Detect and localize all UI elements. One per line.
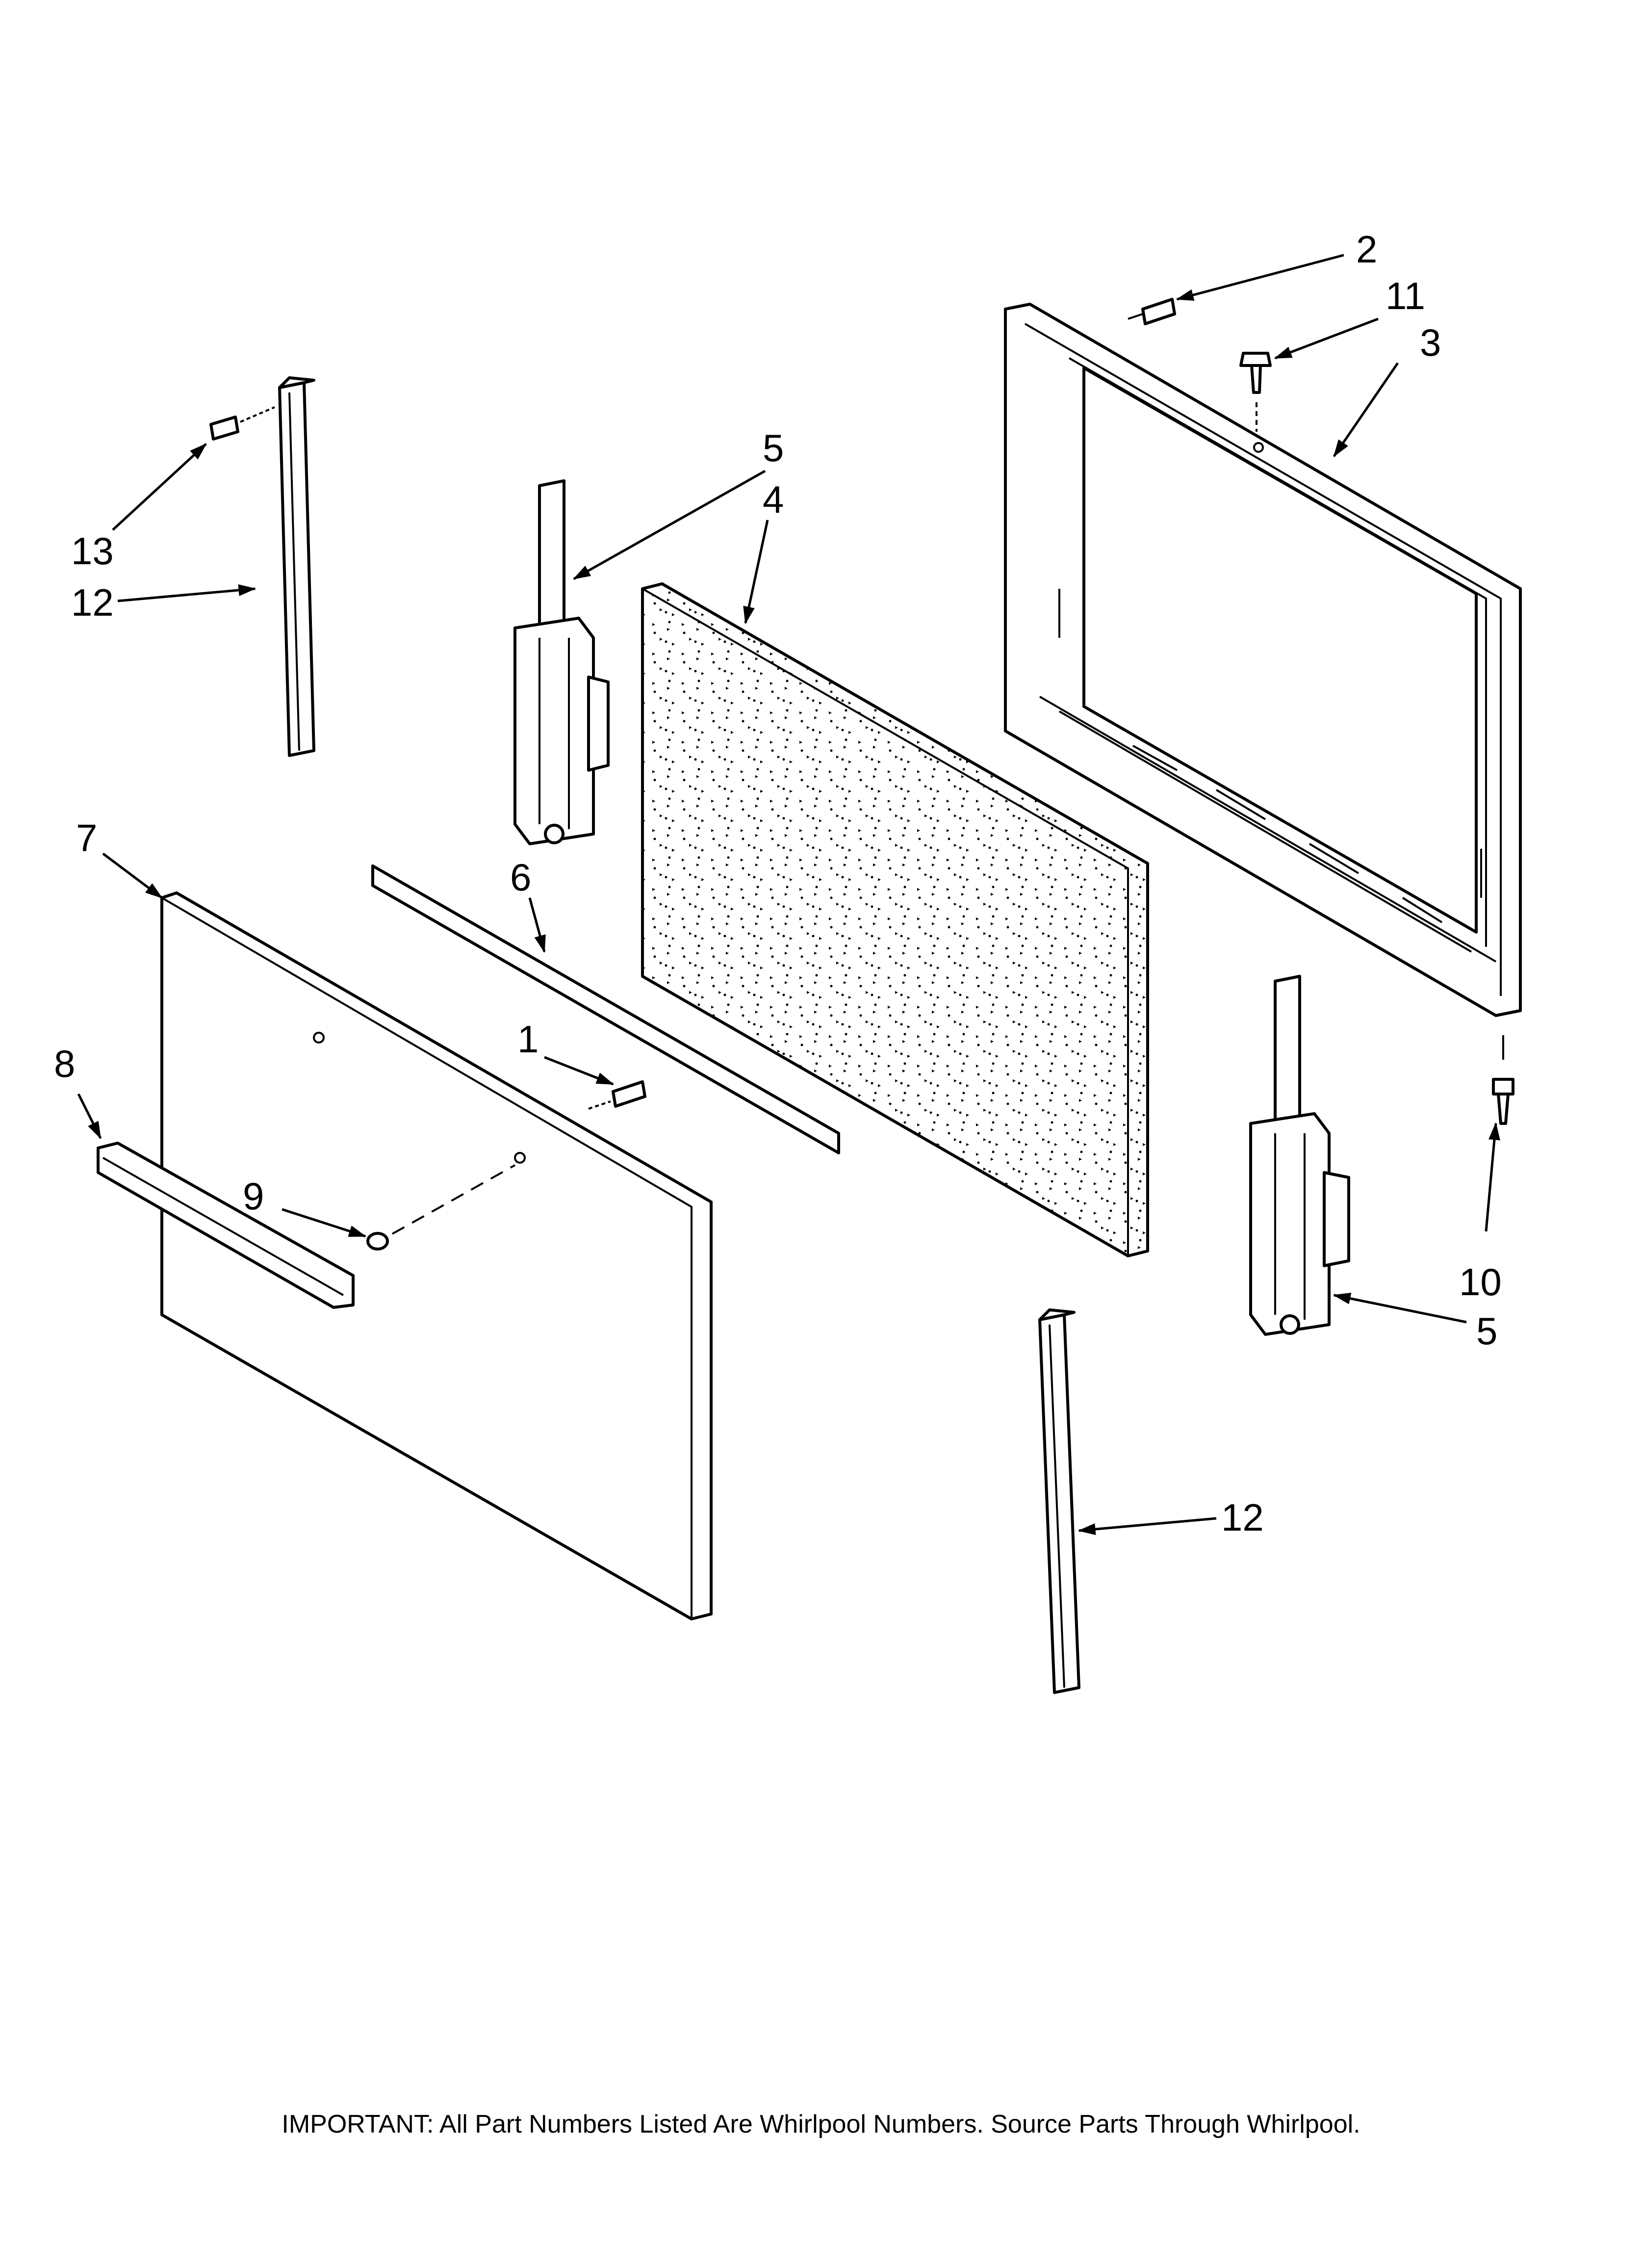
- callout-12-upper: 12: [71, 581, 114, 624]
- callout-12-lower: 12: [1221, 1496, 1264, 1539]
- screw-11: [1239, 352, 1272, 453]
- callout-10: 10: [1459, 1260, 1502, 1303]
- callout-11: 11: [1385, 274, 1425, 317]
- insulation-panel: [641, 582, 1149, 1257]
- grommet-9: [366, 1164, 515, 1251]
- hinge-upper: [513, 479, 610, 845]
- callout-13: 13: [71, 529, 114, 573]
- leader-lines: [77, 254, 1500, 1535]
- callout-9: 9: [243, 1174, 264, 1218]
- footer-note: IMPORTANT: All Part Numbers Listed Are W…: [282, 2110, 1360, 2138]
- channel-upper: [278, 376, 315, 757]
- callout-1: 1: [517, 1017, 539, 1061]
- callout-4: 4: [763, 478, 784, 521]
- callout-3: 3: [1420, 321, 1441, 364]
- callout-5-lower: 5: [1476, 1309, 1497, 1353]
- callout-7: 7: [76, 816, 97, 860]
- channel-lower: [1038, 1308, 1080, 1694]
- hinge-lower: [1249, 975, 1350, 1336]
- screw-10: [1492, 1035, 1514, 1125]
- door-frame: [1004, 303, 1522, 1017]
- gasket-strip: [371, 864, 840, 1154]
- screw-2: [1128, 298, 1176, 325]
- callout-6: 6: [510, 856, 531, 899]
- screw-13: [209, 406, 275, 441]
- outer-door-panel: [160, 891, 713, 1620]
- callout-labels: 2 11 3 5 4 13 12 7 6 1 8 9 10 5 12: [54, 228, 1502, 1539]
- handle-trim: [97, 1142, 355, 1309]
- screw-1: [588, 1080, 646, 1110]
- callout-2: 2: [1356, 228, 1377, 271]
- callout-8: 8: [54, 1042, 75, 1085]
- callout-5-upper: 5: [763, 426, 784, 469]
